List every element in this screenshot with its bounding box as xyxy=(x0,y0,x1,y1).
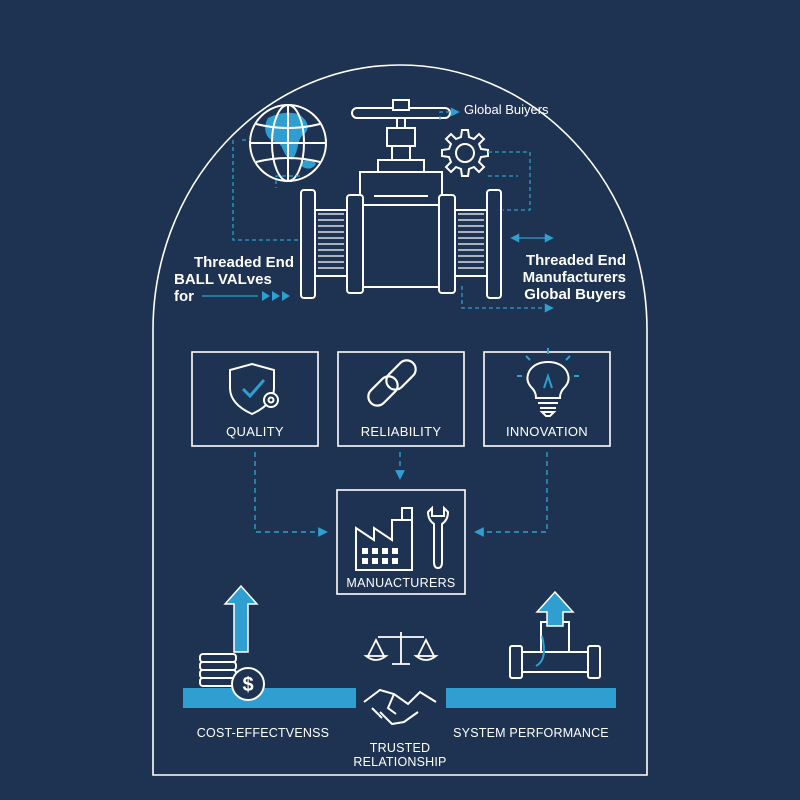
side-arrows xyxy=(202,233,554,301)
left-label-line3: for xyxy=(174,288,194,305)
right-label-line2: Manufacturers xyxy=(522,269,626,286)
ball-valve-icon xyxy=(300,99,502,299)
svg-text:$: $ xyxy=(242,674,253,696)
wrench-icon xyxy=(426,505,450,570)
gear-icon xyxy=(441,129,489,177)
pipe-icon xyxy=(509,621,601,679)
cost-effectiveness-label: COST-EFFECTVENSS xyxy=(196,726,330,740)
coin-stack-icon xyxy=(199,653,237,687)
quality-box xyxy=(191,351,319,447)
thread-lines xyxy=(318,213,484,269)
trusted-label: TRUSTED xyxy=(369,741,431,755)
factory-icon xyxy=(355,507,413,571)
upward-arrow-icon xyxy=(535,590,575,627)
right-label-line3: Global Buyers xyxy=(524,286,626,303)
system-performance-label: SYSTEM PERFORMANCE xyxy=(453,726,609,740)
manufacturers-label: MANUACTURERS xyxy=(346,576,456,590)
innovation-label: INNOVATION xyxy=(506,424,588,439)
right-platform xyxy=(446,688,616,708)
manufacturers-box xyxy=(336,489,466,595)
handshake-icon xyxy=(363,688,437,726)
reliability-label: RELIABILITY xyxy=(360,424,442,439)
right-label-line1: Threaded End xyxy=(525,252,626,269)
flow-connectors xyxy=(254,452,548,537)
growth-arrow-icon xyxy=(223,584,259,653)
arch-frame xyxy=(152,64,648,776)
dollar-coin-icon: $ xyxy=(231,667,265,701)
left-platform xyxy=(183,688,356,708)
left-label-line2: BALL VALves xyxy=(174,271,272,288)
top-connectors xyxy=(232,107,554,313)
balance-scale-icon xyxy=(363,632,439,665)
chain-link-icon xyxy=(367,359,417,407)
globe-icon xyxy=(249,104,327,182)
quality-label: QUALITY xyxy=(226,424,284,439)
left-label-line1: Threaded End xyxy=(193,254,294,271)
reliability-box xyxy=(337,351,465,447)
relationship-label: RELATIONSHIP xyxy=(353,755,447,769)
lightbulb-icon xyxy=(517,348,579,417)
shield-check-gear-icon xyxy=(229,362,279,416)
factory-windows xyxy=(362,548,398,564)
global-buyers-top-label: Global Buiyers xyxy=(464,102,549,117)
